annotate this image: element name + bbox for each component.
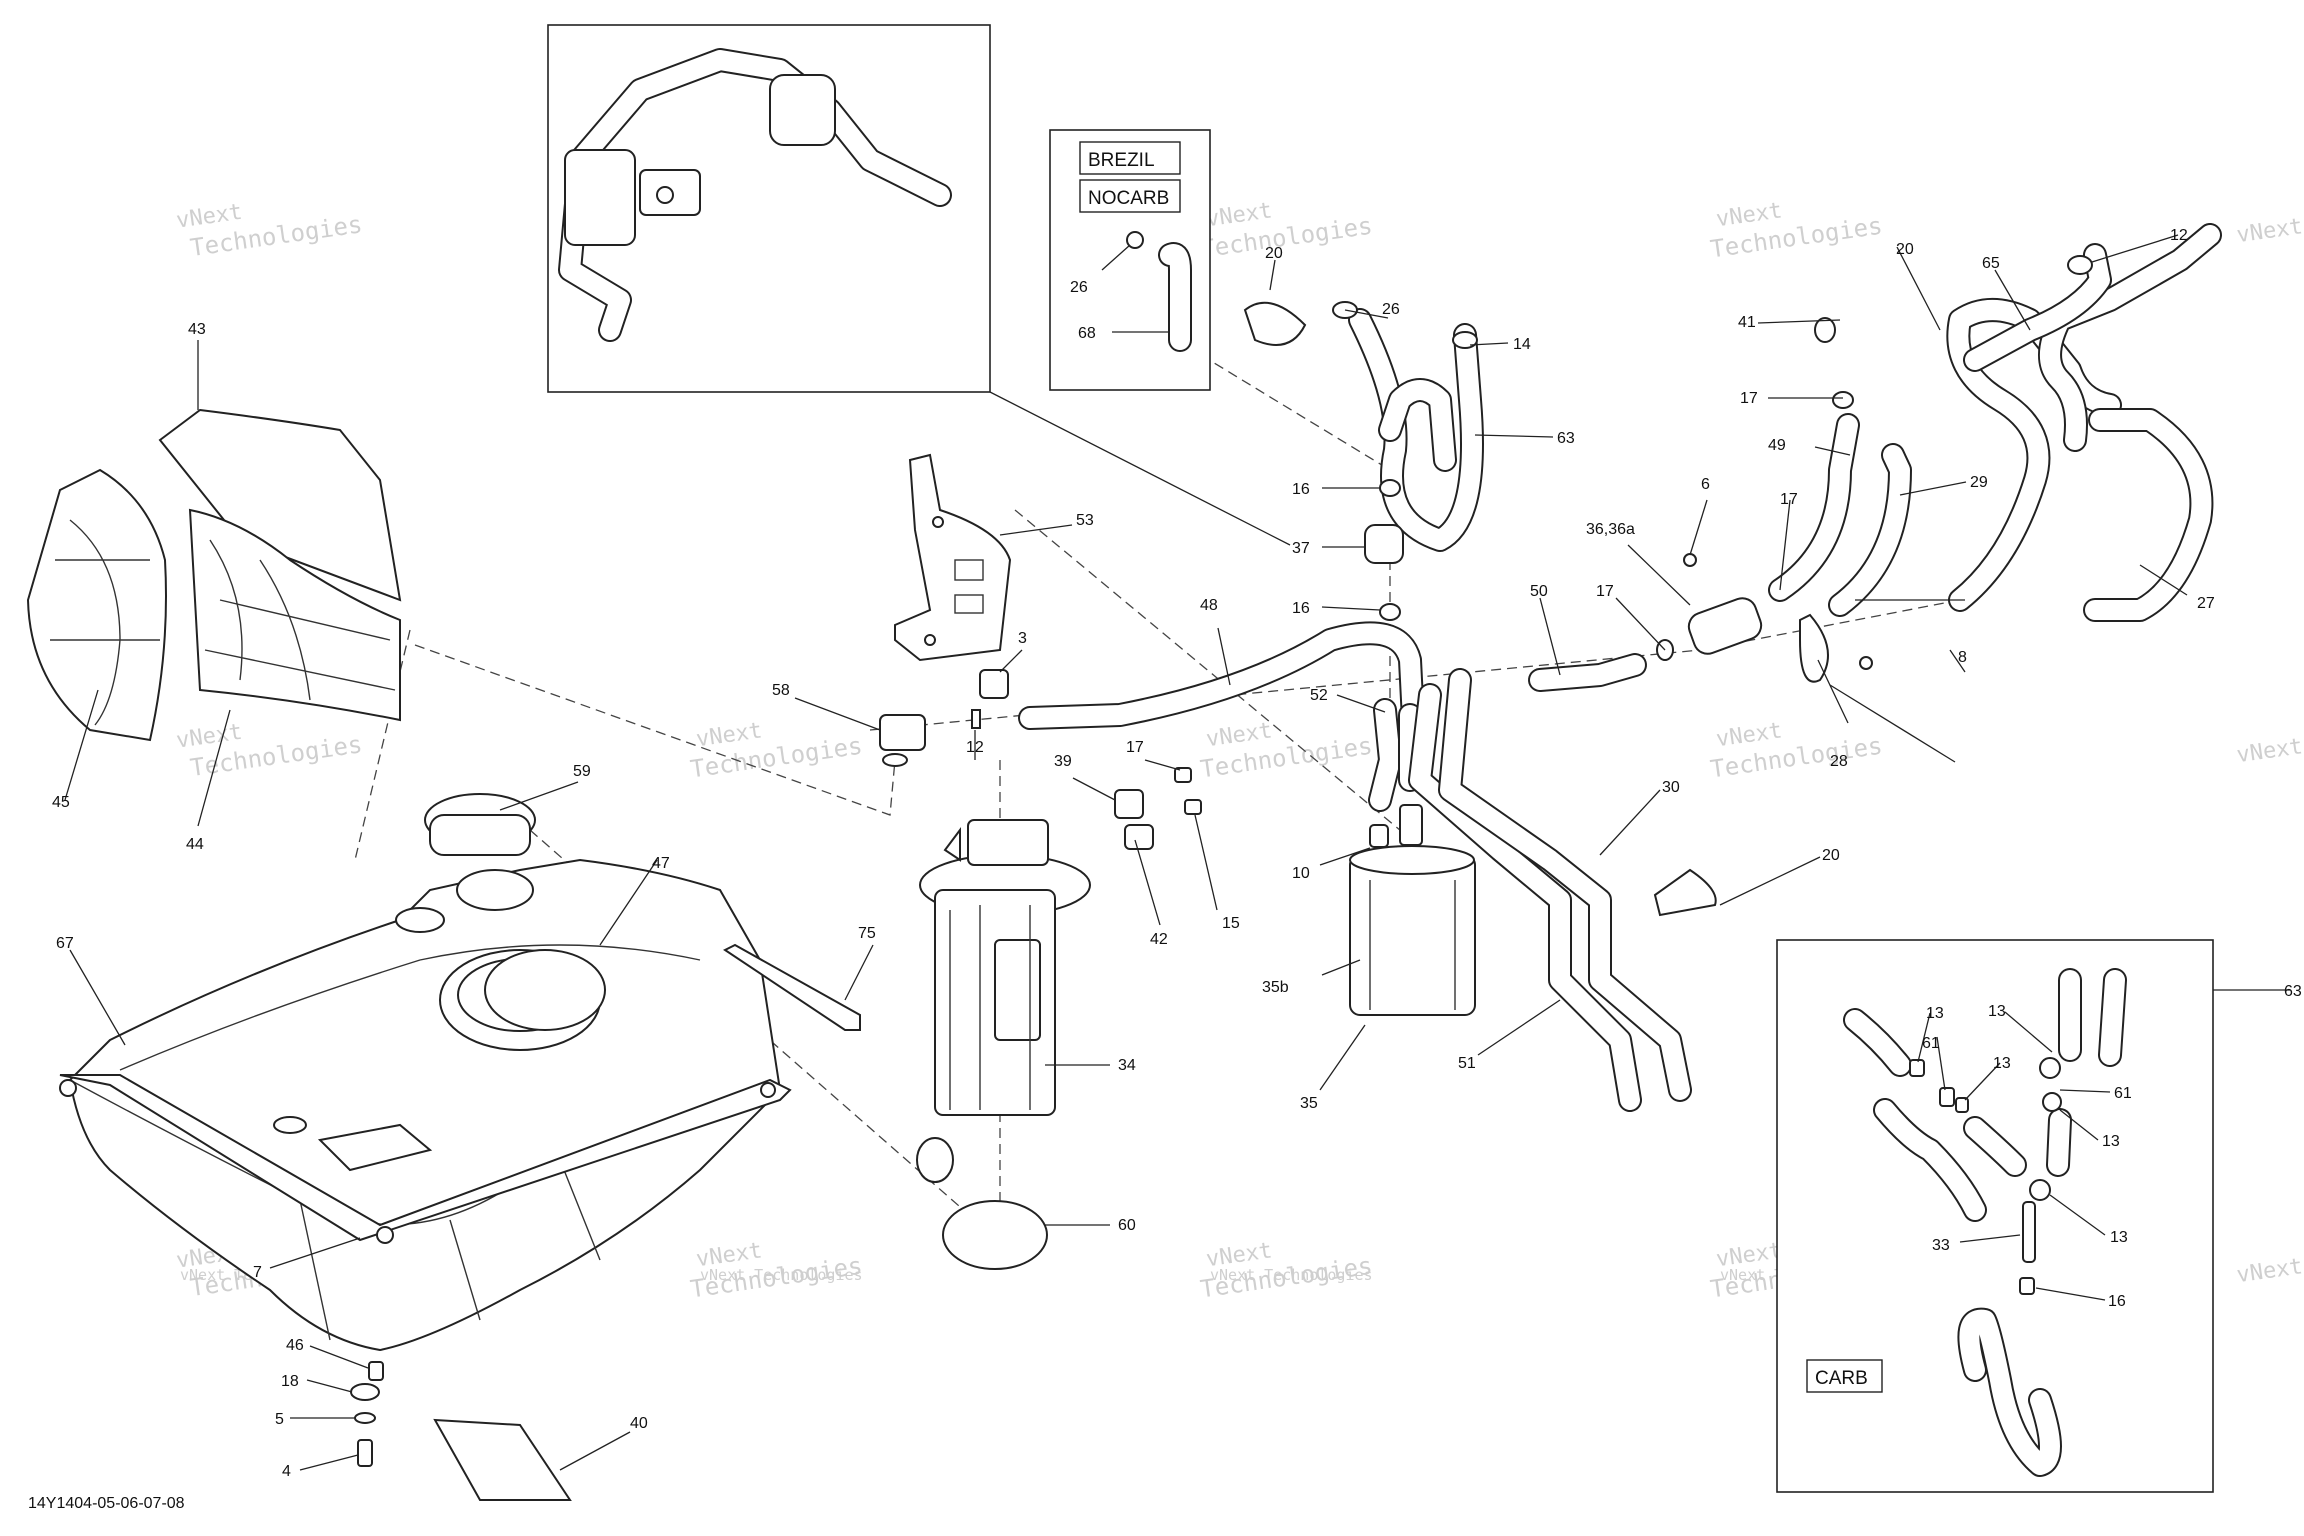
- strap-75: [723, 943, 861, 1031]
- fittings-left: [879, 669, 1202, 850]
- callout-8: 8: [1958, 649, 1967, 666]
- callout-75: 75: [858, 925, 876, 942]
- callout-16: 16: [1292, 600, 1310, 617]
- callout-5: 5: [275, 1411, 284, 1428]
- callout-67: 67: [56, 935, 74, 952]
- hoses-center: [1368, 668, 1717, 1112]
- callout-60: 60: [1118, 1217, 1136, 1234]
- callout-4: 4: [282, 1463, 291, 1480]
- callout-35: 35: [1300, 1095, 1318, 1112]
- callout-17: 17: [1126, 739, 1144, 756]
- brezil-nocarb-box: BREZIL NOCARB: [1049, 129, 1211, 391]
- callout-44: 44: [186, 836, 204, 853]
- callout-14: 14: [1513, 336, 1531, 353]
- callout-17: 17: [1780, 491, 1798, 508]
- bracket-53: [894, 453, 1012, 662]
- callout-13: 13: [2102, 1133, 2120, 1150]
- callout-28: 28: [1830, 753, 1848, 770]
- callout-49: 49: [1768, 437, 1786, 454]
- fuel-tank: [59, 858, 792, 1352]
- callout-17: 17: [1596, 583, 1614, 600]
- carb-label: CARB: [1815, 1368, 1868, 1389]
- callout-numbers: 43 45 44 67 59 47 58 12 3 53 48 39 17 42…: [52, 227, 2302, 1480]
- callout-16: 16: [1292, 481, 1310, 498]
- callout-52: 52: [1310, 687, 1328, 704]
- callout-59: 59: [573, 763, 591, 780]
- brezil-label: BREZIL: [1088, 150, 1155, 171]
- callout-41: 41: [1738, 314, 1756, 331]
- callout-13: 13: [1926, 1005, 1944, 1022]
- fuel-pump-34: [916, 819, 1091, 1270]
- hoses-right: [1528, 223, 2222, 692]
- callout-36-36a: 36,36a: [1586, 521, 1635, 538]
- callout-39: 39: [1054, 753, 1072, 770]
- callout-12: 12: [966, 739, 984, 756]
- fuel-cap-59-body: [429, 814, 531, 856]
- callout-26: 26: [1382, 301, 1400, 318]
- inset-detail-hoses: [547, 24, 991, 393]
- lock-ring-47: [484, 949, 606, 1031]
- callout-13: 13: [2110, 1229, 2128, 1246]
- callout-33: 33: [1932, 1237, 1950, 1254]
- mounting-hardware: [350, 1361, 572, 1501]
- callout-3: 3: [1018, 630, 1027, 647]
- callout-13: 13: [1993, 1055, 2011, 1072]
- callout-45: 45: [52, 794, 70, 811]
- callout-51: 51: [1458, 1055, 1476, 1072]
- callout-20: 20: [1822, 847, 1840, 864]
- callout-61: 61: [2114, 1085, 2132, 1102]
- callout-27: 27: [2197, 595, 2215, 612]
- callout-20: 20: [1265, 245, 1283, 262]
- watermark-text: vNext Technologies: [1210, 1266, 1373, 1284]
- callout-12: 12: [2170, 227, 2188, 244]
- callout-26: 26: [1070, 279, 1088, 296]
- watermark-text: vNext: [2235, 214, 2304, 248]
- callout-40: 40: [630, 1415, 648, 1432]
- nocarb-label: NOCARB: [1088, 188, 1169, 209]
- callout-37: 37: [1292, 540, 1310, 557]
- leader-lines: [64, 234, 2188, 1471]
- hoses-upper-center: [1243, 301, 1484, 621]
- callout-18: 18: [281, 1373, 299, 1390]
- callout-47: 47: [652, 855, 670, 872]
- callout-63: 63: [2284, 983, 2302, 1000]
- callout-50: 50: [1530, 583, 1548, 600]
- watermark-text: vNext: [2235, 1254, 2304, 1288]
- callout-30: 30: [1662, 779, 1680, 796]
- callout-48: 48: [1200, 597, 1218, 614]
- callout-53: 53: [1076, 512, 1094, 529]
- callout-43: 43: [188, 321, 206, 338]
- callout-17: 17: [1740, 390, 1758, 407]
- heat-shields: [26, 408, 402, 742]
- carb-box: CARB: [1776, 939, 2214, 1493]
- callout-10: 10: [1292, 865, 1310, 882]
- callout-42: 42: [1150, 931, 1168, 948]
- callout-68: 68: [1078, 325, 1096, 342]
- callout-58: 58: [772, 682, 790, 699]
- callout-29: 29: [1970, 474, 1988, 491]
- watermark-text: vNext: [2235, 734, 2304, 768]
- callout-7: 7: [253, 1264, 262, 1281]
- callout-34: 34: [1118, 1057, 1136, 1074]
- callout-63: 63: [1557, 430, 1575, 447]
- callout-15: 15: [1222, 915, 1240, 932]
- callout-61: 61: [1922, 1035, 1940, 1052]
- callout-6: 6: [1701, 476, 1710, 493]
- canister-35: [1349, 804, 1476, 1016]
- watermark-text: vNext Technologies: [700, 1266, 863, 1284]
- callout-13: 13: [1988, 1003, 2006, 1020]
- callout-46: 46: [286, 1337, 304, 1354]
- callout-16: 16: [2108, 1293, 2126, 1310]
- document-id: 14Y1404-05-06-07-08: [28, 1495, 185, 1512]
- callout-65: 65: [1982, 255, 2000, 272]
- callout-20: 20: [1896, 241, 1914, 258]
- callout-35b: 35b: [1262, 979, 1289, 996]
